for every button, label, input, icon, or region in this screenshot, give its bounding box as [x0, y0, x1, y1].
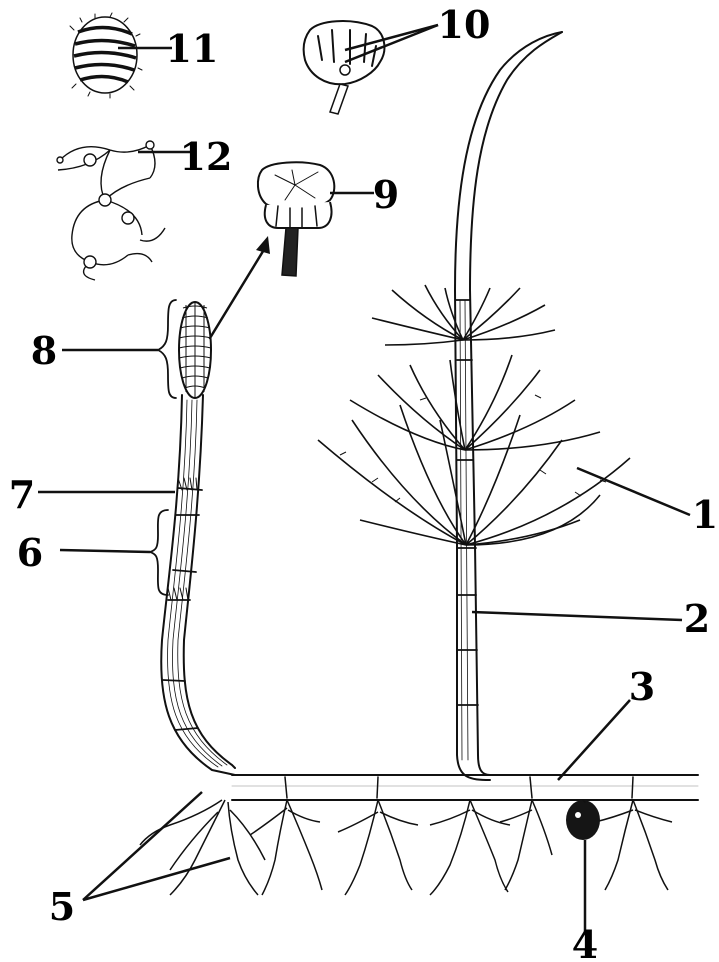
label-7: 7	[9, 472, 35, 517]
sporangiophore-underside-inset	[304, 21, 385, 114]
spores-elaters-inset	[57, 141, 165, 280]
magnify-arrow	[210, 236, 270, 338]
tuber	[566, 800, 600, 840]
sporangiophore-inset	[258, 162, 334, 276]
label-10: 10	[438, 2, 491, 47]
label-9: 9	[373, 172, 399, 217]
label-8: 8	[31, 328, 57, 373]
spore-coiled-inset	[70, 13, 142, 98]
sterile-stem	[318, 32, 630, 780]
label-6: 6	[17, 530, 43, 575]
label-12: 12	[180, 134, 233, 179]
fertile-stem	[150, 300, 235, 775]
label-3: 3	[629, 664, 655, 709]
rhizome	[232, 775, 698, 800]
label-11: 11	[166, 26, 219, 71]
label-1: 1	[692, 492, 718, 537]
label-5: 5	[49, 884, 75, 929]
label-2: 2	[684, 596, 710, 641]
label-4: 4	[572, 922, 598, 962]
